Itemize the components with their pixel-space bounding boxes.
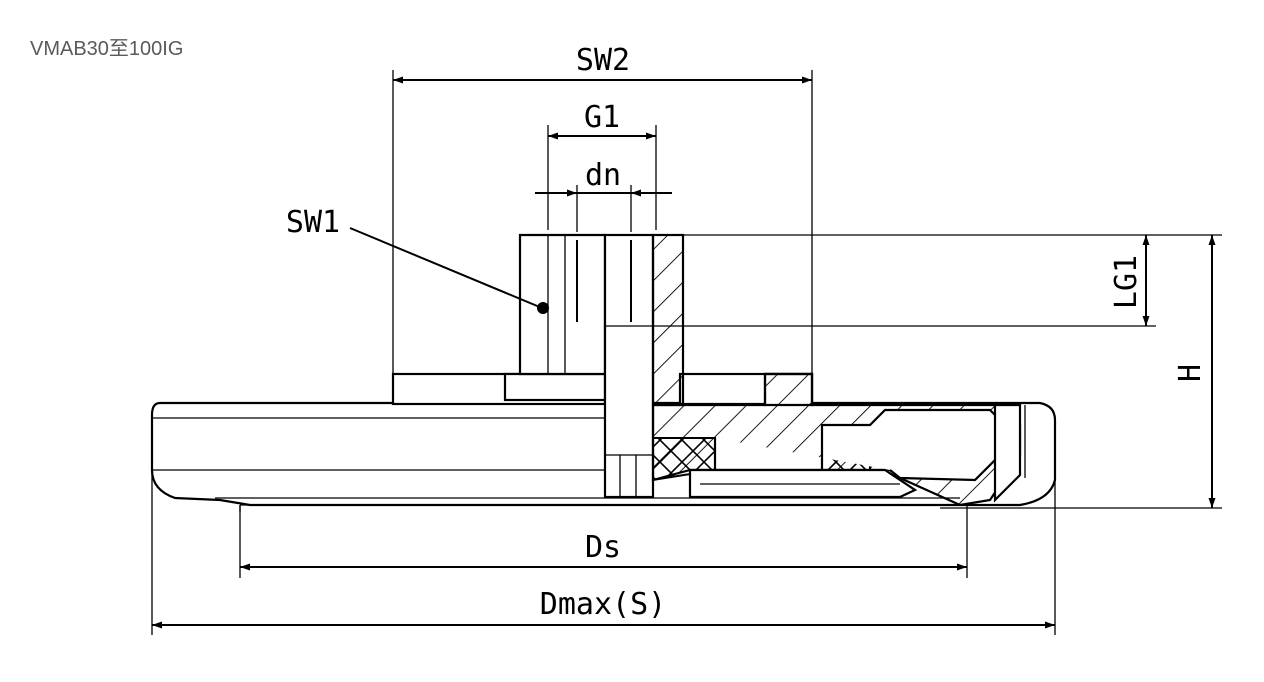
label-dn: dn <box>585 158 621 193</box>
sw2-housing <box>391 372 814 407</box>
drawing-title: VMAB30至100IG <box>30 38 184 60</box>
label-dmax: Dmax(S) <box>540 587 666 622</box>
hatched-section <box>651 233 1026 507</box>
extension-lines <box>151 70 1222 635</box>
central-bore <box>603 233 655 499</box>
dimension-lines <box>152 76 1216 629</box>
label-sw1: SW1 <box>286 205 340 240</box>
sw1-leader-dot <box>537 302 549 314</box>
label-g1: G1 <box>584 100 620 135</box>
label-lg1: LG1 <box>1109 255 1144 309</box>
label-ds: Ds <box>585 530 621 565</box>
label-sw2: SW2 <box>576 43 630 78</box>
label-h: H <box>1173 364 1208 382</box>
